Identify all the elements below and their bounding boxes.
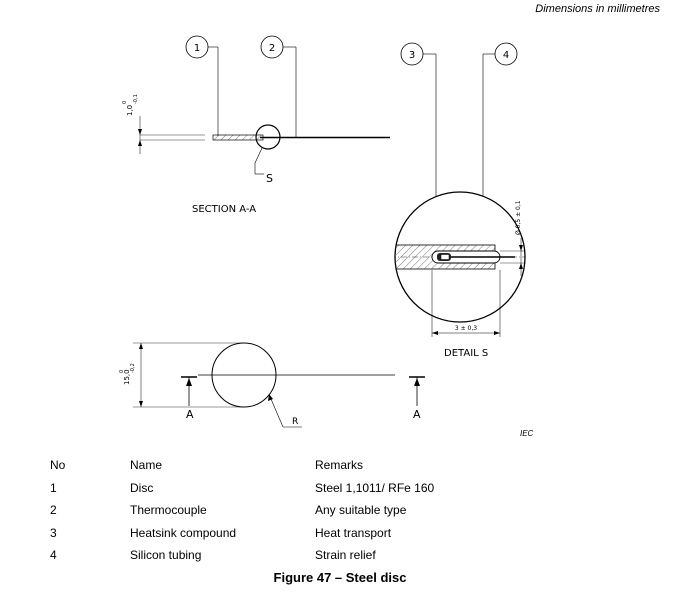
row-remarks: Any suitable type	[315, 503, 407, 518]
row-no: 2	[50, 503, 57, 518]
figure-caption: Figure 47 – Steel disc	[273, 570, 407, 585]
row-name: Heatsink compound	[130, 525, 237, 540]
section-marker-right: A	[409, 376, 425, 421]
tubing-length: 3 ± 0,3	[455, 325, 477, 332]
section-title: SECTION A-A	[192, 204, 256, 215]
diameter-tol-upper: 0	[119, 370, 125, 373]
header-remarks: Remarks	[315, 458, 364, 473]
thickness-value: 1,0	[126, 105, 134, 116]
detail-s: 3 4 Ø 0,5 ± 0,1	[394, 42, 526, 359]
section-marker-right-label: A	[413, 408, 421, 421]
section-marker-left: A	[181, 376, 197, 421]
tubing-diameter: Ø 0,5 ± 0,1	[515, 200, 522, 235]
thickness-dimension: 1,0 0 -0,1	[122, 94, 205, 154]
row-remarks: Steel 1,1011/ RFe 160	[315, 480, 435, 495]
row-no: 4	[50, 548, 57, 563]
callout-1: 1	[185, 35, 219, 136]
thickness-tol-upper: 0	[122, 101, 128, 104]
callout-3: 3	[400, 42, 437, 251]
section-marker-left-label: A	[186, 408, 194, 421]
diameter-tol-lower: -0,2	[130, 363, 136, 373]
dimensions-note: Dimensions in millimetres	[535, 3, 660, 15]
parts-table: No Name Remarks 1 Disc Steel 1,1011/ RFe…	[40, 454, 515, 567]
diameter-value: 15,0	[123, 369, 131, 385]
iec-source: IEC	[520, 429, 534, 438]
header-name: Name	[130, 458, 163, 473]
callout-2: 2	[260, 35, 297, 137]
table-row: 3 Heatsink compound Heat transport	[40, 522, 515, 545]
callout-3-label: 3	[409, 50, 415, 61]
row-no: 1	[50, 480, 57, 495]
detail-s-circle	[255, 124, 281, 150]
callout-1-label: 1	[194, 43, 200, 54]
plan-view: A A 15,0 0 -0,2 R	[119, 342, 425, 428]
callout-2-label: 2	[269, 43, 275, 54]
row-no: 3	[50, 525, 57, 540]
row-name: Silicon tubing	[130, 548, 202, 563]
section-a-a: 1 2 1,0 0 -0,1 S	[122, 35, 390, 215]
row-remarks: Heat transport	[315, 525, 392, 540]
callout-4: 4	[482, 42, 518, 253]
row-name: Disc	[130, 480, 154, 495]
row-name: Thermocouple	[130, 503, 207, 518]
s-marker: S	[266, 172, 273, 185]
steel-disc-drawing: 1 2 1,0 0 -0,1 S	[119, 35, 534, 438]
row-remarks: Strain relief	[315, 548, 376, 563]
header-no: No	[50, 458, 66, 473]
detail-title: DETAIL S	[444, 348, 488, 359]
callout-4-label: 4	[503, 50, 509, 61]
thickness-tol-lower: -0,1	[133, 94, 139, 104]
table-row: 1 Disc Steel 1,1011/ RFe 160	[40, 477, 515, 500]
table-row: 4 Silicon tubing Strain relief	[40, 544, 515, 567]
table-row: 2 Thermocouple Any suitable type	[40, 499, 515, 522]
table-header-row: No Name Remarks	[40, 454, 515, 477]
radius-label: R	[292, 417, 298, 427]
